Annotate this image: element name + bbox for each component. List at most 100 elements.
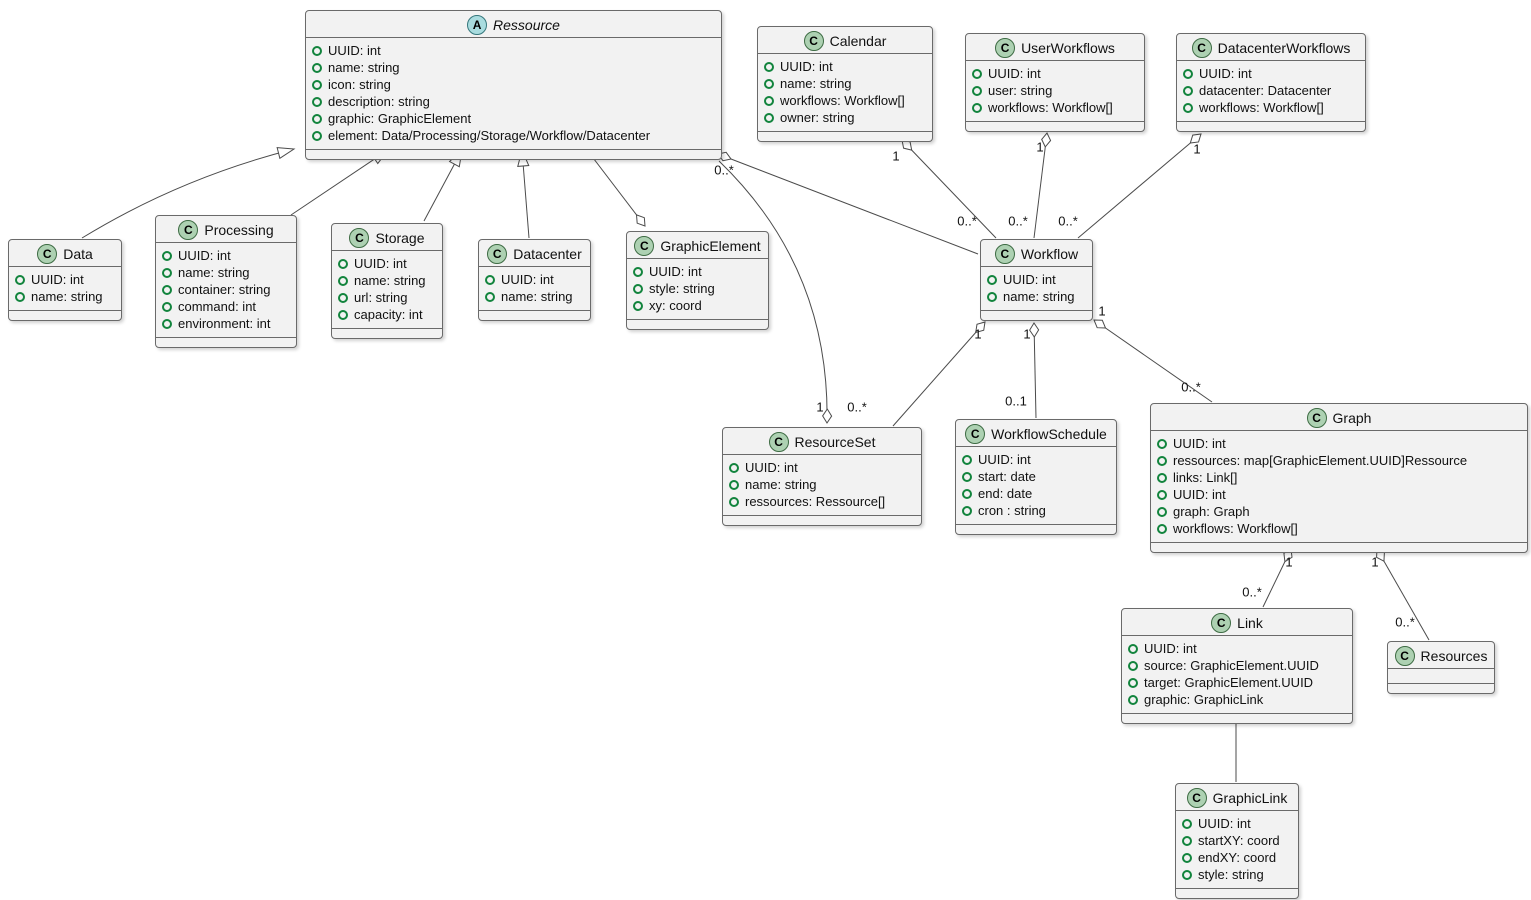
multiplicity-label: 1: [1023, 326, 1031, 342]
attribute-text: user: string: [988, 83, 1053, 98]
field-visibility-icon: [972, 68, 982, 79]
attribute: ressources: Ressource[]: [729, 493, 915, 510]
attribute: style: string: [633, 280, 762, 297]
attribute: UUID: int: [633, 263, 762, 280]
class-badge-icon: C: [965, 423, 986, 444]
field-visibility-icon: [1182, 852, 1192, 863]
attribute-text: UUID: int: [354, 256, 407, 271]
edge-datacenterworkflows-workflow-aggregation: [1077, 133, 1202, 239]
attribute-text: name: string: [745, 477, 817, 492]
field-visibility-icon: [729, 496, 739, 507]
class-badge-icon: C: [1394, 645, 1415, 666]
attribute: owner: string: [764, 109, 926, 126]
attribute: UUID: int: [312, 42, 715, 59]
methods-compartment: [956, 525, 1116, 534]
field-visibility-icon: [1157, 506, 1167, 517]
field-visibility-icon: [972, 102, 982, 113]
class-name: ResourceSet: [794, 433, 876, 450]
attribute-text: name: string: [178, 265, 250, 280]
attribute-text: name: string: [780, 76, 852, 91]
attribute: startXY: coord: [1182, 832, 1292, 849]
class-badge-icon: C: [37, 243, 58, 264]
attribute-text: ressources: Ressource[]: [745, 494, 886, 509]
class-name: Link: [1237, 614, 1263, 631]
field-visibility-icon: [1183, 85, 1193, 96]
field-visibility-icon: [729, 479, 739, 490]
class-badge-icon: C: [994, 243, 1015, 264]
attribute-text: description: string: [328, 94, 430, 109]
class-badge-icon: C: [995, 37, 1016, 58]
field-visibility-icon: [962, 471, 972, 482]
field-visibility-icon: [162, 301, 172, 312]
attribute-text: UUID: int: [745, 460, 798, 475]
attribute: UUID: int: [729, 459, 915, 476]
field-visibility-icon: [1157, 472, 1167, 483]
attribute-text: UUID: int: [780, 59, 833, 74]
attribute-text: end: date: [978, 486, 1033, 501]
methods-compartment: [627, 320, 768, 329]
multiplicity-label: 0..1: [1005, 393, 1027, 409]
multiplicity-label: 0..*: [714, 162, 734, 178]
multiplicity-label: 1: [1371, 554, 1379, 570]
multiplicity-label: 1: [1285, 554, 1293, 570]
attribute-text: UUID: int: [1144, 641, 1197, 656]
attribute: UUID: int: [1182, 815, 1292, 832]
attribute-text: UUID: int: [1198, 816, 1251, 831]
field-visibility-icon: [312, 96, 322, 107]
attribute-text: UUID: int: [328, 43, 381, 58]
multiplicity-label: 1: [816, 399, 824, 415]
attribute-text: capacity: int: [354, 307, 423, 322]
multiplicity-label: 0..*: [1008, 213, 1028, 229]
multiplicity-label: 0..*: [1181, 379, 1201, 395]
attribute: workflows: Workflow[]: [764, 92, 926, 109]
attribute: capacity: int: [338, 306, 436, 323]
attribute-text: graphic: GraphicElement: [328, 111, 472, 126]
class-badge-icon: C: [349, 227, 370, 248]
attribute: name: string: [338, 272, 436, 289]
attribute-text: UUID: int: [649, 264, 702, 279]
attribute-text: workflows: Workflow[]: [780, 93, 905, 108]
attribute: name: string: [162, 264, 290, 281]
class-badge-icon: C: [178, 219, 199, 240]
attribute: workflows: Workflow[]: [1183, 99, 1359, 116]
attribute-text: name: string: [31, 289, 103, 304]
class-badge-icon: C: [634, 235, 655, 256]
class-title: C UserWorkflows: [966, 34, 1144, 61]
multiplicity-label: 0..*: [1058, 213, 1078, 229]
class-name: UserWorkflows: [1021, 39, 1115, 56]
methods-compartment: [1151, 543, 1527, 552]
attribute-text: target: GraphicElement.UUID: [1144, 675, 1314, 690]
attribute: UUID: int: [764, 58, 926, 75]
class-name: Datacenter: [513, 245, 582, 262]
field-visibility-icon: [962, 488, 972, 499]
class-name: WorkflowSchedule: [991, 425, 1107, 442]
attribute: icon: string: [312, 76, 715, 93]
field-visibility-icon: [338, 258, 348, 269]
field-visibility-icon: [1157, 489, 1167, 500]
methods-compartment: [9, 311, 121, 320]
field-visibility-icon: [764, 112, 774, 123]
attribute: name: string: [764, 75, 926, 92]
attribute: name: string: [987, 288, 1086, 305]
attribute: UUID: int: [1183, 65, 1359, 82]
multiplicity-label: 1: [1098, 303, 1106, 319]
edge-workflow-workflowschedule-aggregation: [1029, 322, 1040, 419]
attribute-text: UUID: int: [501, 272, 554, 287]
abstract-badge-icon: A: [467, 14, 488, 35]
field-visibility-icon: [1157, 523, 1167, 534]
attribute: links: Link[]: [1157, 469, 1521, 486]
field-visibility-icon: [633, 300, 643, 311]
